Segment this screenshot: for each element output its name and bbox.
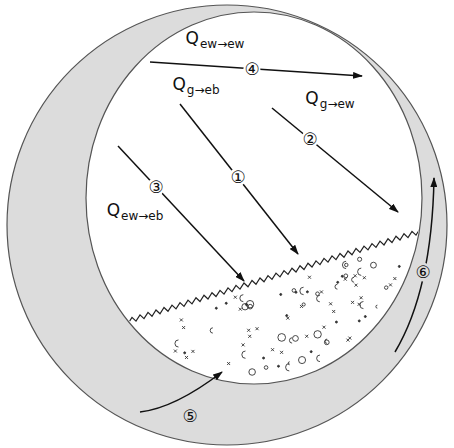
- bed-particle: [360, 301, 364, 308]
- callout-number: ①: [229, 168, 246, 187]
- bed-particle: [316, 292, 320, 296]
- bed-particle: [358, 268, 362, 275]
- bed-particle: [240, 295, 243, 302]
- bed-particle: [215, 307, 217, 309]
- bed-particle: [299, 357, 306, 364]
- outer-wall-ring: [7, 5, 447, 445]
- bed-particle: [286, 364, 290, 371]
- bed-particle: [360, 296, 363, 299]
- bed-particle: [398, 265, 400, 267]
- bed-particle: [256, 327, 259, 330]
- bed-particle: [351, 301, 354, 304]
- bed-particle: [175, 340, 179, 347]
- bed-particle: [348, 337, 351, 340]
- callout-number: ③: [147, 178, 164, 197]
- bed-particle: [335, 321, 337, 323]
- callout-number: ②: [301, 130, 318, 149]
- callout-number: ⑥: [414, 263, 431, 282]
- bed-particle: [174, 350, 177, 353]
- bed-particle: [277, 365, 279, 367]
- heat-flux-label: Qew→eb: [107, 202, 164, 222]
- bed-particle: [337, 281, 339, 283]
- bed-particle: [354, 274, 357, 277]
- bed-particle: [242, 343, 245, 346]
- bed-particle: [182, 326, 185, 329]
- bed-particle: [286, 315, 288, 317]
- bed-particle: [345, 263, 348, 266]
- bed-particle: [293, 336, 299, 342]
- bed-particle: [317, 295, 320, 301]
- bed-particle: [352, 277, 354, 282]
- bed-particle: [355, 284, 358, 287]
- bed-particle: [376, 305, 378, 308]
- heat-flux-label: Qg→eb: [172, 76, 219, 96]
- bed-particle: [314, 331, 321, 338]
- bed-particle: [280, 293, 282, 295]
- heat-flux-label: Qew→ew: [186, 30, 245, 50]
- bed-particle: [320, 290, 323, 293]
- bed-particle: [335, 284, 337, 289]
- bed-particle: [295, 291, 297, 293]
- flow-arrow: [395, 178, 434, 352]
- bed-particle: [305, 335, 308, 338]
- bed-particle: [280, 351, 283, 354]
- bed-particle: [358, 257, 362, 261]
- bed-particle: [234, 296, 237, 299]
- bed-particle: [364, 316, 366, 318]
- furnace-interior: [86, 12, 422, 384]
- bed-particle: [289, 338, 292, 343]
- bed-particle: [322, 326, 325, 329]
- bed-particle: [184, 352, 186, 354]
- bed-particle: [185, 356, 188, 359]
- bed-particle: [225, 302, 227, 304]
- bed-particle: [306, 291, 308, 293]
- bed-particle: [393, 277, 396, 280]
- bed-particle: [332, 310, 335, 313]
- bed-surface: [84, 226, 428, 335]
- bed-particle: [363, 276, 366, 279]
- bed-particle: [371, 262, 377, 268]
- bed-particle: [227, 362, 230, 365]
- bed-particle: [271, 348, 274, 351]
- flux-arrow: [272, 108, 398, 212]
- bed-particle: [324, 340, 329, 345]
- bed-particle: [341, 275, 343, 277]
- bed-particle: [317, 355, 320, 362]
- heat-flux-label: Qg→ew: [305, 90, 354, 110]
- bed-particle: [264, 366, 268, 370]
- bed-particle: [248, 335, 251, 338]
- bed-particle: [242, 304, 248, 310]
- bed-particle: [239, 308, 242, 311]
- bed-particle: [329, 302, 332, 305]
- bed-particle: [300, 287, 304, 294]
- bed-particle: [286, 317, 289, 320]
- bed-particle: [389, 283, 392, 286]
- bed-particle: [310, 351, 312, 353]
- bed-particle: [263, 357, 265, 359]
- bed-particle: [191, 350, 194, 353]
- bed-particle: [344, 274, 348, 278]
- bed-particle: [249, 369, 256, 376]
- bed-particle: [384, 286, 387, 289]
- bed-particle: [242, 351, 246, 358]
- callout-number: ④: [243, 60, 260, 79]
- bed-particle: [180, 318, 183, 321]
- bed-particle: [278, 334, 286, 342]
- flow-arrow: [140, 372, 222, 412]
- particle-bed: [84, 226, 428, 375]
- bed-particle: [302, 303, 305, 306]
- bed-particle: [308, 276, 311, 279]
- bed-particle: [358, 320, 360, 322]
- callout-number: ⑤: [181, 407, 198, 426]
- bed-particle: [210, 328, 213, 333]
- bed-particle: [247, 329, 250, 332]
